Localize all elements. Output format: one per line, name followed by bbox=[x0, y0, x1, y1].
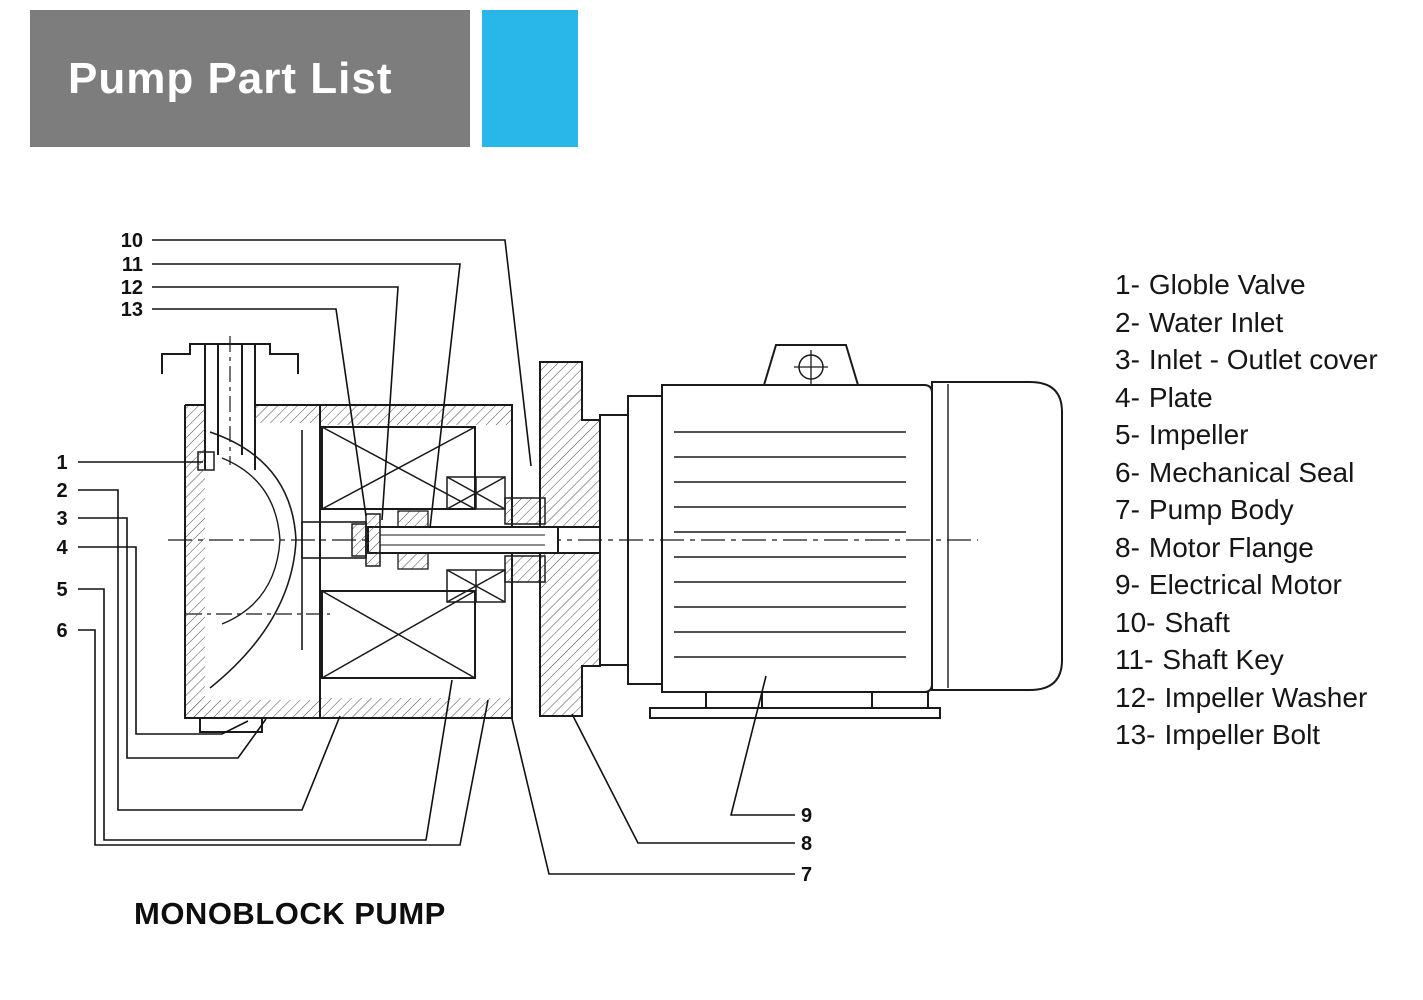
parts-list-item: 12-Impeller Washer bbox=[1115, 679, 1378, 717]
callout-9: 9 bbox=[801, 805, 812, 827]
motor-end-cap bbox=[931, 381, 1063, 691]
leader-lines bbox=[78, 239, 795, 875]
parts-list-item: 5- Impeller bbox=[1115, 416, 1378, 454]
callout-4: 4 bbox=[56, 537, 68, 559]
callout-2: 2 bbox=[56, 480, 67, 502]
seal-housings bbox=[504, 497, 546, 583]
callout-13: 13 bbox=[121, 299, 143, 321]
part-label: Impeller Washer bbox=[1164, 681, 1368, 713]
shaft-assembly bbox=[351, 510, 559, 570]
parts-list-item: 10-Shaft bbox=[1115, 604, 1378, 642]
part-number: 11- bbox=[1115, 644, 1154, 675]
callout-5: 5 bbox=[56, 579, 67, 601]
callout-8: 8 bbox=[801, 833, 812, 855]
header-box: Pump Part List bbox=[30, 10, 470, 147]
parts-list-item: 9- Electrical Motor bbox=[1115, 566, 1378, 604]
part-label: Impeller bbox=[1148, 419, 1249, 450]
part-label: Mechanical Seal bbox=[1148, 456, 1355, 488]
part-label: Shaft Key bbox=[1162, 644, 1284, 675]
lifting-bracket bbox=[763, 344, 859, 386]
motor-base bbox=[649, 707, 941, 719]
parts-list-item: 2-Water Inlet bbox=[1115, 304, 1378, 342]
part-number: 9- bbox=[1115, 569, 1140, 600]
part-label: Motor Flange bbox=[1148, 531, 1314, 563]
parts-list-item: 11- Shaft Key bbox=[1115, 641, 1378, 679]
part-number: 3- bbox=[1115, 344, 1140, 375]
pump-body-block bbox=[319, 404, 513, 719]
parts-list-item: 4-Plate bbox=[1115, 379, 1378, 417]
part-label: Impeller Bolt bbox=[1164, 719, 1321, 750]
part-number: 8- bbox=[1115, 531, 1140, 563]
part-number: 10- bbox=[1115, 606, 1156, 638]
accent-square bbox=[482, 10, 578, 147]
callout-1: 1 bbox=[56, 452, 67, 474]
diagram-caption: MONOBLOCK PUMP bbox=[134, 896, 446, 931]
part-number: 13- bbox=[1115, 719, 1156, 750]
part-label: Pump Body bbox=[1148, 494, 1294, 525]
part-number: 7- bbox=[1115, 494, 1140, 525]
motor-foot bbox=[705, 691, 763, 709]
callout-12: 12 bbox=[121, 277, 143, 299]
part-label: Electrical Motor bbox=[1148, 569, 1342, 600]
parts-list-item: 13- Impeller Bolt bbox=[1115, 716, 1378, 754]
part-number: 12- bbox=[1115, 681, 1156, 713]
parts-list-item: 7- Pump Body bbox=[1115, 491, 1378, 529]
callout-3: 3 bbox=[56, 508, 67, 530]
callout-6: 6 bbox=[56, 620, 67, 642]
part-label: Globle Valve bbox=[1148, 269, 1306, 300]
callout-11: 11 bbox=[122, 254, 143, 276]
bearing-blocks bbox=[446, 476, 506, 603]
parts-list-item: 1- Globle Valve bbox=[1115, 266, 1378, 304]
part-label: Inlet - Outlet cover bbox=[1148, 344, 1378, 375]
callout-numbers: 10 11 12 13 1 2 3 4 5 6 9 8 7 bbox=[56, 230, 812, 886]
part-number: 4- bbox=[1115, 381, 1140, 413]
part-number: 6- bbox=[1115, 456, 1140, 488]
cooling-fins bbox=[674, 431, 906, 658]
page-title: Pump Part List bbox=[68, 53, 393, 103]
parts-list-item: 6-Mechanical Seal bbox=[1115, 454, 1378, 492]
parts-list-item: 3- Inlet - Outlet cover bbox=[1115, 341, 1378, 379]
part-number: 2- bbox=[1115, 306, 1140, 338]
parts-list: 1- Globle Valve 2-Water Inlet 3- Inlet - O… bbox=[1115, 266, 1378, 754]
part-number: 1- bbox=[1115, 269, 1140, 300]
pump-casing bbox=[184, 404, 367, 733]
part-number: 5- bbox=[1115, 419, 1140, 450]
callout-10: 10 bbox=[121, 230, 143, 252]
pump-drawing bbox=[161, 336, 1063, 733]
motor-foot bbox=[871, 691, 929, 709]
part-label: Plate bbox=[1148, 381, 1213, 413]
callout-7: 7 bbox=[801, 864, 812, 886]
part-label: Shaft bbox=[1164, 606, 1230, 638]
electric-motor bbox=[599, 344, 1063, 719]
part-label: Water Inlet bbox=[1148, 306, 1284, 338]
parts-list-item: 8-Motor Flange bbox=[1115, 529, 1378, 567]
